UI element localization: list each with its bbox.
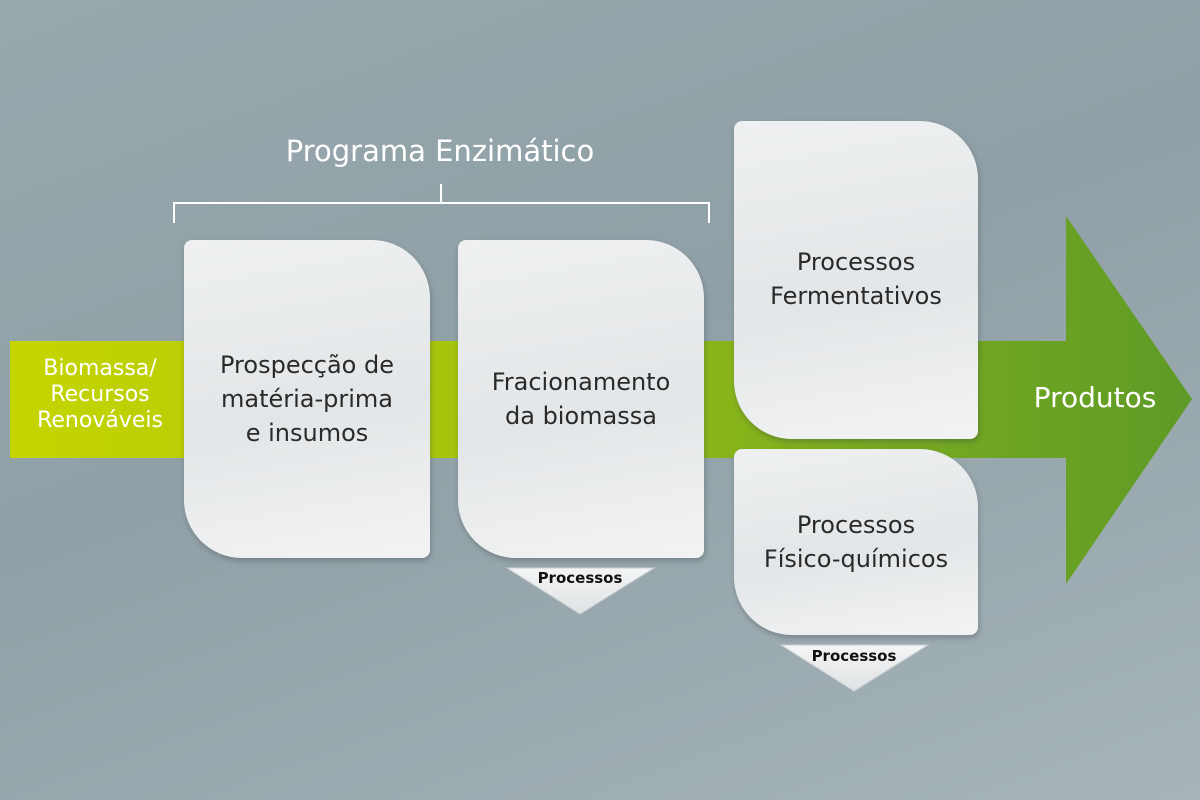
process-marker-triangle-2 — [779, 644, 930, 692]
output-label: Produtos — [1033, 381, 1157, 414]
program-bracket — [173, 184, 710, 223]
card-fracionamento: Fracionamento da biomassa — [458, 240, 704, 558]
process-marker-label-1: Processos — [537, 569, 623, 587]
input-label: Biomassa/ Recursos Renováveis — [37, 356, 163, 433]
card-prospeccao: Prospecção de matéria-prima e insumos — [184, 240, 430, 558]
program-label: Programa Enzimático — [285, 134, 595, 168]
process-marker-label-2: Processos — [811, 647, 897, 665]
process-marker-triangle-1 — [505, 567, 656, 615]
card-processos-fisico-quimicos: Processos Físico-químicos — [734, 449, 978, 635]
card-processos-fermentativos: Processos Fermentativos — [734, 121, 978, 439]
